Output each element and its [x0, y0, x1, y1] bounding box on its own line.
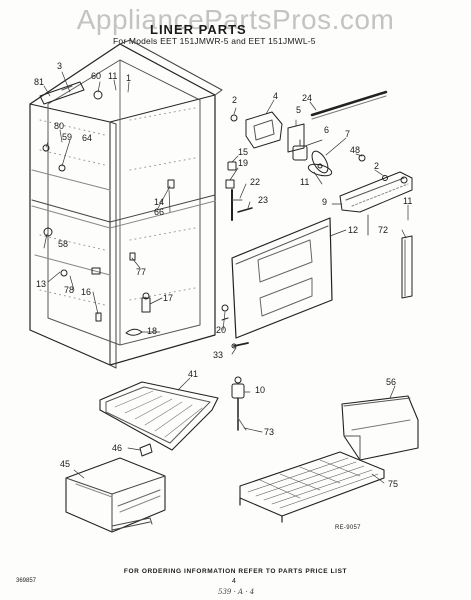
callout-11-mid: 11 [300, 177, 310, 187]
ordering-note: FOR ORDERING INFORMATION REFER TO PARTS … [123, 568, 348, 575]
diagram-title: LINER PARTS [150, 22, 247, 37]
callout-33: 33 [213, 350, 224, 360]
callout-10: 10 [255, 385, 266, 395]
callout-12: 12 [348, 225, 359, 235]
callout-66: 66 [154, 207, 165, 217]
leader-lines-bottom [73, 377, 396, 484]
watermark: AppliancePartsPros.com [76, 4, 395, 35]
callout-19: 19 [238, 158, 249, 168]
callout-16: 16 [81, 287, 92, 297]
callout-78: 78 [64, 285, 75, 295]
accessory-parts [65, 376, 419, 533]
callout-6: 6 [324, 125, 330, 135]
callout-15: 15 [238, 147, 249, 157]
leader-lines-right [222, 99, 409, 355]
callout-2-right: 2 [374, 161, 380, 171]
callout-73: 73 [264, 427, 275, 437]
handwritten-note: 539 · A · 4 [218, 588, 255, 596]
control-components [221, 90, 413, 349]
callout-75: 75 [388, 479, 399, 489]
callout-11-top: 11 [108, 71, 118, 81]
callout-41: 41 [188, 369, 199, 379]
callout-17: 17 [163, 293, 174, 303]
callout-7: 7 [345, 129, 351, 139]
cabinet-liner [29, 39, 223, 369]
callout-3: 3 [57, 61, 63, 71]
callout-2-top: 2 [232, 95, 238, 105]
callout-1: 1 [126, 73, 132, 83]
document-id: 369857 [16, 578, 37, 584]
callout-59: 59 [62, 132, 73, 142]
callout-60: 60 [91, 71, 102, 81]
callout-4: 4 [273, 91, 279, 101]
leader-lines [43, 71, 171, 333]
callout-77: 77 [136, 267, 147, 277]
callout-56: 56 [386, 377, 397, 387]
callout-11-right: 11 [403, 196, 413, 206]
callout-81: 81 [34, 77, 45, 87]
callout-48: 48 [350, 145, 361, 155]
drawing-reference-code: RE-9057 [335, 525, 361, 531]
callout-9: 9 [322, 197, 328, 207]
callout-72: 72 [378, 225, 389, 235]
callout-23: 23 [258, 195, 269, 205]
callout-24: 24 [302, 93, 313, 103]
callout-5: 5 [296, 105, 302, 115]
callout-22: 22 [250, 177, 261, 187]
page-number: 4 [232, 578, 236, 585]
callout-58: 58 [58, 239, 69, 249]
callout-80: 80 [54, 121, 65, 131]
callout-20: 20 [216, 325, 227, 335]
model-numbers: For Models EET 151JMWR-5 and EET 151JMWL… [113, 36, 316, 46]
callout-14: 14 [154, 197, 165, 207]
callout-46: 46 [112, 443, 123, 453]
callout-13: 13 [36, 279, 47, 289]
callout-45: 45 [60, 459, 71, 469]
callout-64: 64 [82, 133, 93, 143]
callout-18: 18 [147, 326, 158, 336]
